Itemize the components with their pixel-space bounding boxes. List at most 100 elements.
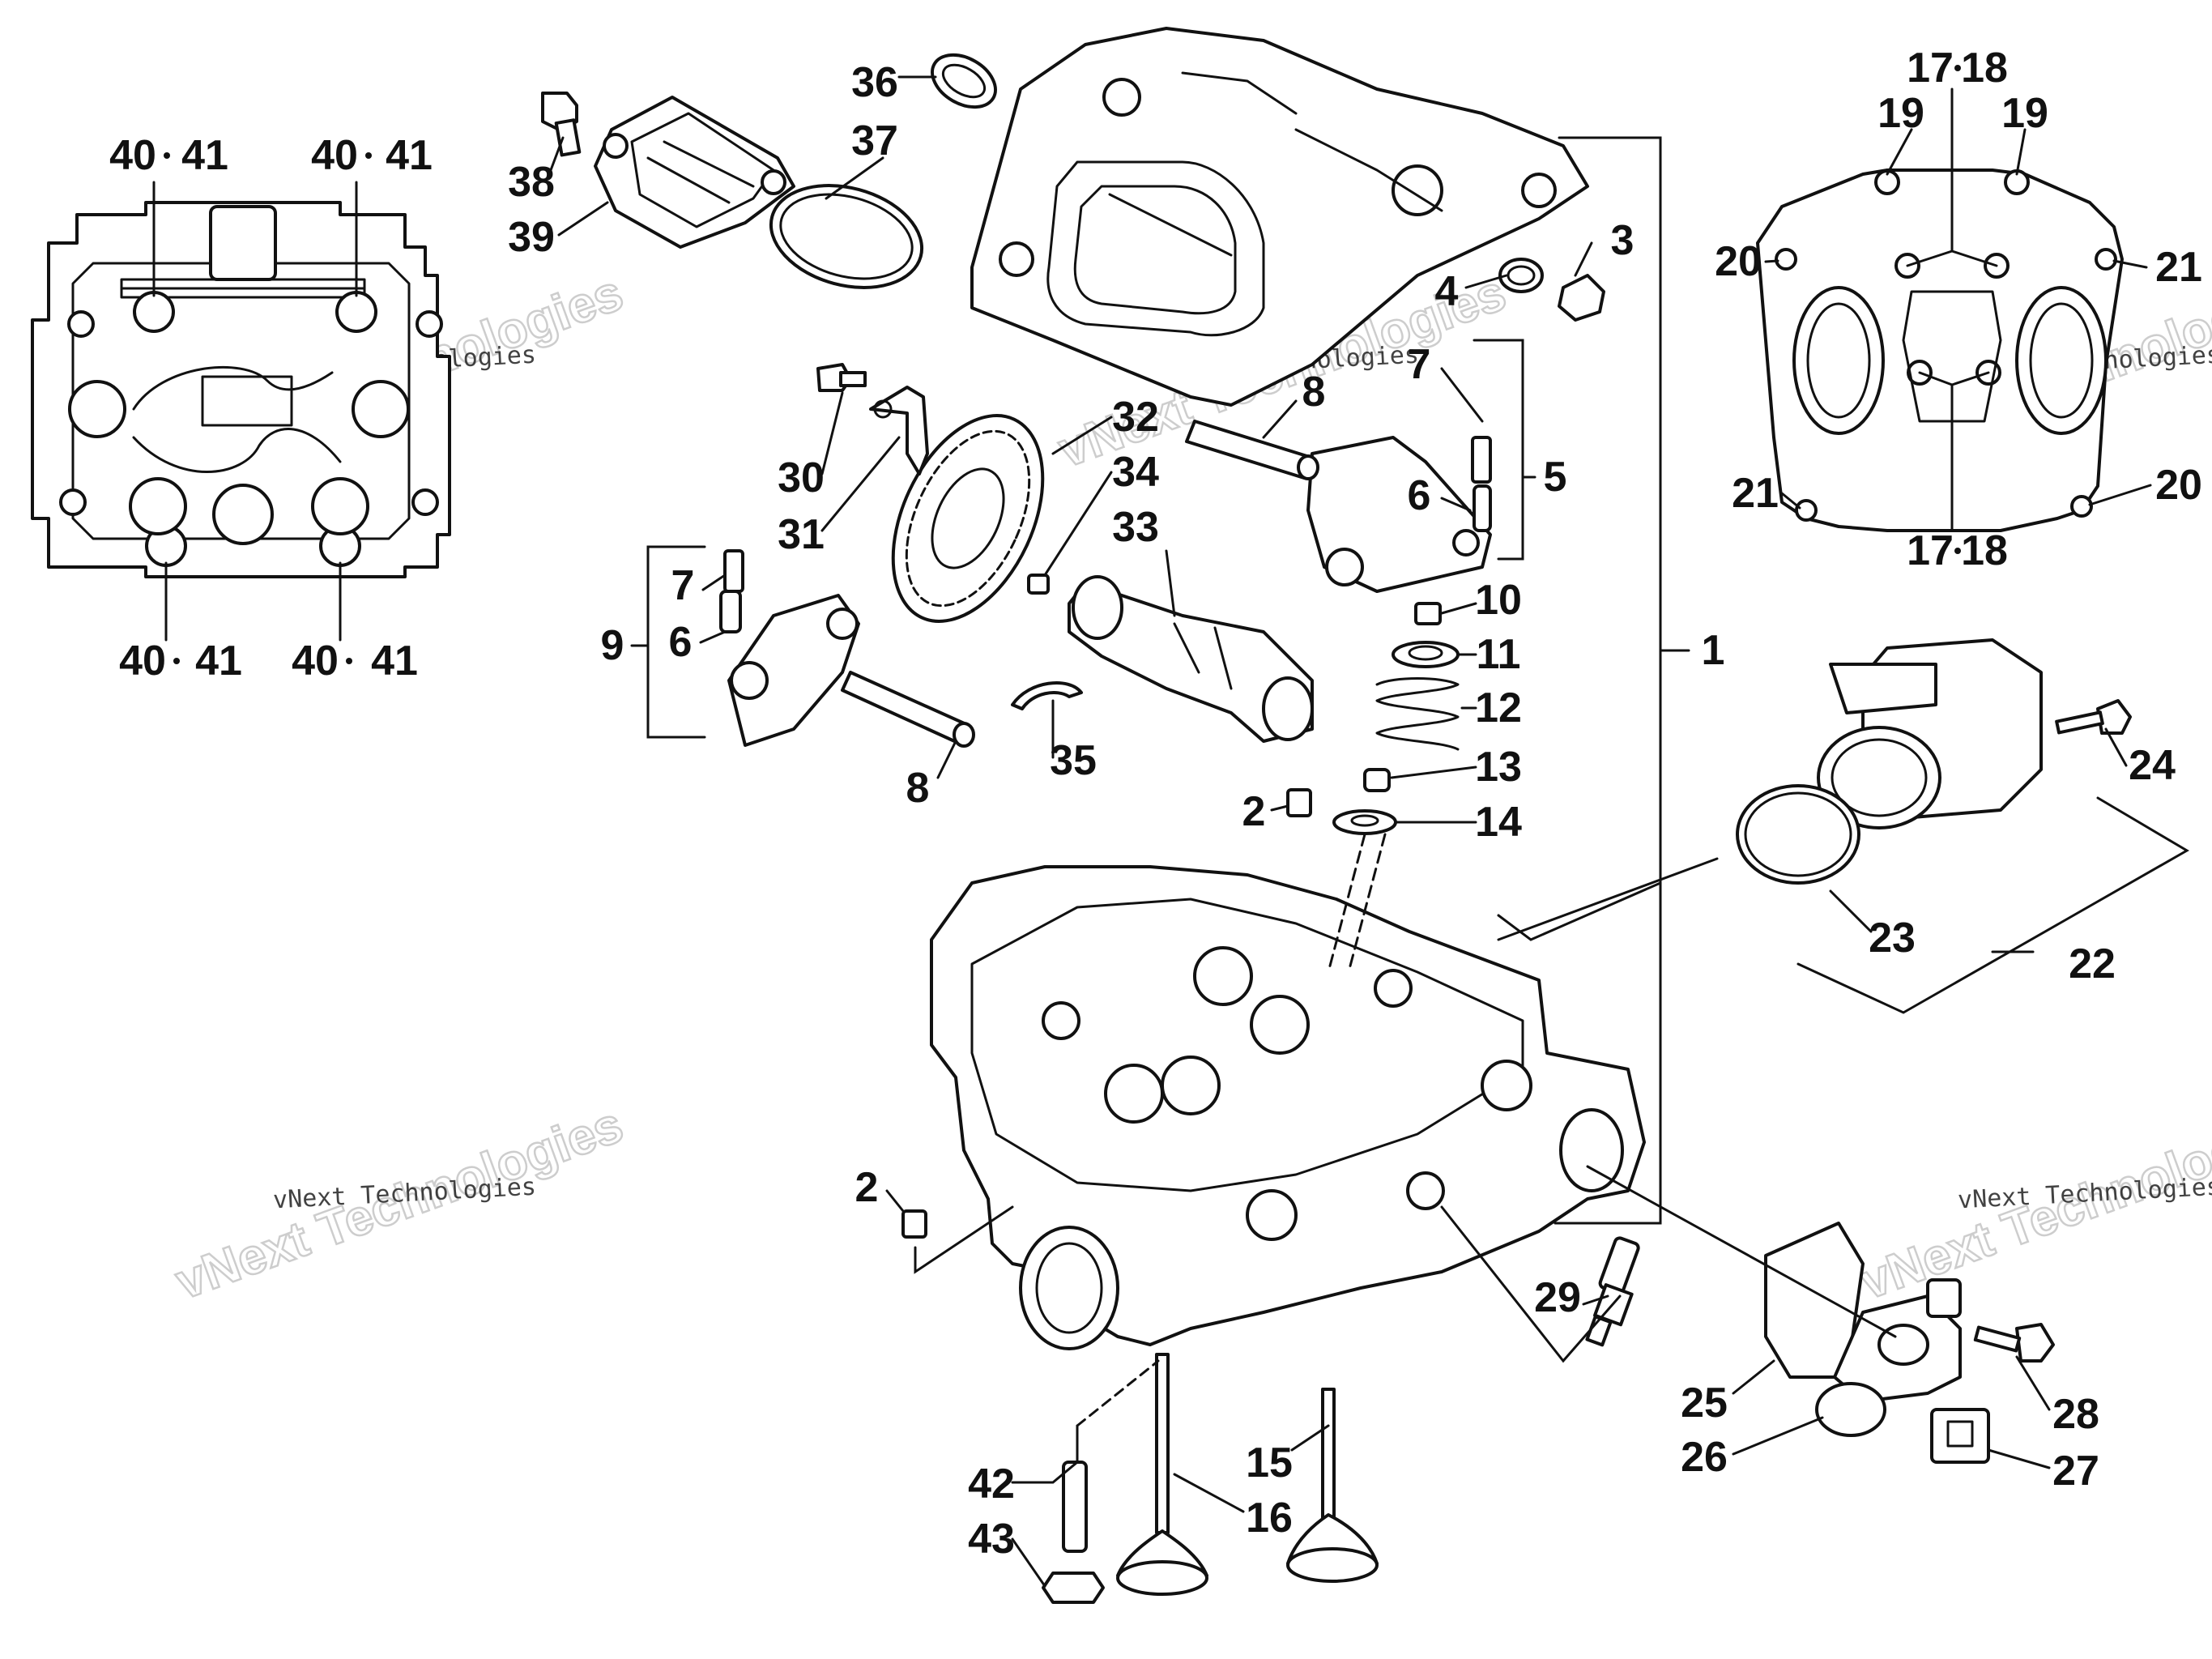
callout-c12: 12 — [1475, 684, 1522, 731]
cylinder-head — [930, 865, 1646, 1350]
callout-c26: 26 — [1681, 1434, 1728, 1481]
callout-c9: 9 — [601, 622, 624, 669]
valve-16 — [1116, 1353, 1208, 1596]
clip-35 — [1011, 681, 1083, 710]
dowel-2-upper — [1286, 788, 1312, 817]
callout-c42: 42 — [968, 1461, 1015, 1508]
callout-c3: 3 — [1611, 217, 1634, 264]
callout-separator-s17a — [1954, 65, 1961, 71]
bolt-28 — [1973, 1323, 2055, 1363]
callout-c33: 33 — [1112, 504, 1159, 551]
bolt-24 — [2055, 699, 2132, 735]
callout-c16: 16 — [1246, 1495, 1293, 1542]
callout-c19b: 19 — [2001, 90, 2048, 137]
callout-c8a: 8 — [1302, 369, 1326, 416]
callout-c1: 1 — [1702, 627, 1725, 674]
bolt-38 — [541, 92, 582, 157]
callout-c14: 14 — [1475, 799, 1522, 846]
cam-sprocket-32 — [891, 414, 1045, 623]
callout-c18b: 18 — [1961, 527, 2008, 574]
valve-15 — [1286, 1388, 1379, 1583]
callout-c20b: 20 — [2155, 462, 2202, 509]
spring-seat-14 — [1332, 809, 1397, 835]
bolt-30 — [816, 363, 867, 392]
callout-c8b: 8 — [906, 765, 930, 812]
rocker-arm-assembly-5 — [1306, 436, 1492, 593]
leader-lines — [152, 75, 2189, 1588]
callout-c40d: 40 — [292, 638, 339, 684]
valve-seal-13 — [1363, 768, 1391, 792]
callout-c39: 39 — [508, 214, 555, 261]
callout-separator-s40a — [164, 152, 170, 159]
callout-c41a: 41 — [181, 132, 228, 179]
callout-c7a: 7 — [1408, 341, 1431, 388]
callout-c38: 38 — [508, 159, 555, 206]
callout-c2b: 2 — [855, 1164, 879, 1211]
o-ring-23 — [1736, 784, 1860, 885]
plug-36 — [931, 53, 997, 109]
cylinder-head-side-view — [1756, 168, 2124, 532]
callout-c15: 15 — [1246, 1439, 1293, 1486]
callout-c17b: 17 — [1907, 527, 1954, 574]
callout-c20a: 20 — [1715, 238, 1762, 285]
callout-c43: 43 — [968, 1516, 1015, 1563]
sensor-27 — [1930, 1408, 1990, 1464]
callout-c17a: 17 — [1907, 45, 1954, 92]
camshaft-33 — [1068, 575, 1314, 743]
spring-retainer-11 — [1392, 641, 1460, 668]
callout-separator-s17b — [1954, 548, 1961, 554]
intake-boot-22 — [1817, 638, 2043, 830]
chain-guide-31 — [869, 386, 929, 476]
callout-c41c: 41 — [195, 638, 242, 684]
callout-c30: 30 — [778, 454, 825, 501]
plug-3 — [1558, 274, 1605, 322]
callout-c6b: 6 — [669, 619, 693, 666]
callout-c5: 5 — [1544, 454, 1567, 501]
rocker-shaft-8-upper — [1185, 420, 1319, 480]
callout-c18a: 18 — [1961, 45, 2008, 92]
callout-c25: 25 — [1681, 1380, 1728, 1427]
callout-c31: 31 — [778, 511, 825, 558]
gasket-37 — [769, 184, 924, 289]
callout-c10: 10 — [1475, 577, 1522, 624]
cylinder-head-top-view — [31, 201, 451, 578]
dowel-2-lower — [901, 1209, 927, 1239]
breather-cover-39 — [594, 96, 795, 249]
callout-c7b: 7 — [671, 562, 695, 609]
callout-c41b: 41 — [386, 132, 433, 179]
callout-c4: 4 — [1435, 268, 1459, 315]
callout-c37: 37 — [851, 117, 898, 164]
callout-c19a: 19 — [1877, 90, 1924, 137]
callout-separator-s40c — [173, 658, 180, 664]
cam-cover — [970, 27, 1589, 407]
callout-c40a: 40 — [109, 132, 156, 179]
o-ring-4 — [1498, 258, 1544, 293]
callout-c36: 36 — [851, 59, 898, 106]
callout-c21b: 21 — [1732, 470, 1779, 517]
valve-keepers-10 — [1414, 602, 1442, 625]
callout-c40c: 40 — [119, 638, 166, 684]
valve-guide-42 — [1062, 1461, 1088, 1553]
callout-c22: 22 — [2069, 940, 2116, 987]
callout-c21a: 21 — [2155, 244, 2202, 291]
callout-c35: 35 — [1050, 737, 1097, 784]
nut-43 — [1042, 1572, 1105, 1604]
callout-c6a: 6 — [1408, 472, 1431, 519]
callout-separator-s40b — [365, 152, 372, 159]
callout-c28: 28 — [2052, 1391, 2099, 1438]
callout-c34: 34 — [1112, 449, 1159, 496]
callout-c29: 29 — [1534, 1274, 1581, 1321]
callout-c23: 23 — [1869, 915, 1916, 962]
callout-c13: 13 — [1475, 744, 1522, 791]
valve-spring-12 — [1375, 677, 1460, 751]
rocker-arm-assembly-9 — [719, 549, 860, 747]
callout-c2a: 2 — [1242, 788, 1266, 835]
rocker-shaft-8-lower — [841, 671, 975, 748]
callout-c24: 24 — [2129, 742, 2176, 789]
callout-c40b: 40 — [311, 132, 358, 179]
callout-c32: 32 — [1112, 394, 1159, 441]
